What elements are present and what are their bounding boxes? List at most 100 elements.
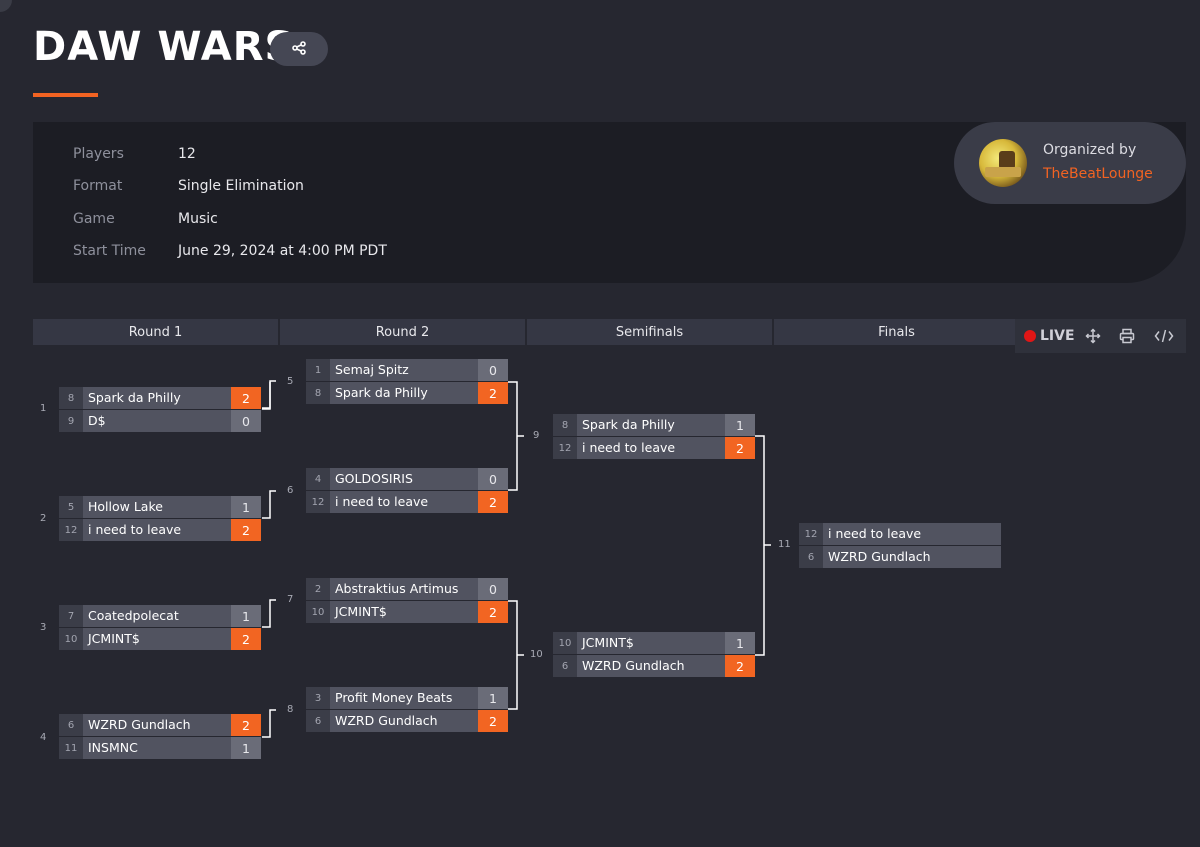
player-slot[interactable]: 5 Hollow Lake 1 — [59, 496, 261, 518]
info-value: Music — [178, 211, 218, 227]
player-slot[interactable]: 3 Profit Money Beats 1 — [306, 687, 508, 709]
live-label: LIVE — [1040, 328, 1075, 344]
player-score: 1 — [231, 496, 261, 518]
match-card[interactable]: 8 Spark da Philly 1 12 i need to leave 2 — [553, 414, 755, 460]
match-card[interactable]: 5 Hollow Lake 1 12 i need to leave 2 — [59, 496, 261, 542]
player-seed: 7 — [59, 605, 83, 627]
match-number: 11 — [778, 539, 791, 550]
player-name: Spark da Philly — [335, 385, 428, 400]
title-underline — [33, 93, 98, 97]
info-value: June 29, 2024 at 4:00 PM PDT — [178, 243, 387, 259]
player-slot[interactable]: 2 Abstraktius Artimus 0 — [306, 578, 508, 600]
player-score: 0 — [231, 410, 261, 432]
player-slot[interactable]: 1 Semaj Spitz 0 — [306, 359, 508, 381]
info-value: Single Elimination — [178, 178, 304, 194]
organizer-name-link[interactable]: TheBeatLounge — [1043, 166, 1153, 182]
player-name: WZRD Gundlach — [88, 717, 191, 732]
player-seed: 10 — [59, 628, 83, 650]
share-icon — [292, 40, 306, 59]
player-slot[interactable]: 12 i need to leave 2 — [306, 491, 508, 513]
player-slot[interactable]: 12 i need to leave — [799, 523, 1001, 545]
organizer-card[interactable]: Organized by TheBeatLounge — [954, 122, 1186, 204]
player-slot[interactable]: 6 WZRD Gundlach 2 — [553, 655, 755, 677]
player-score: 1 — [231, 737, 261, 759]
player-slot[interactable]: 10 JCMINT$ 1 — [553, 632, 755, 654]
player-seed: 10 — [306, 601, 330, 623]
player-score: 1 — [725, 632, 755, 654]
live-dot-icon — [1024, 330, 1036, 342]
share-button[interactable] — [270, 32, 328, 66]
player-score: 2 — [231, 519, 261, 541]
organizer-avatar[interactable] — [979, 139, 1027, 187]
match-number: 6 — [287, 485, 294, 496]
match-number: 2 — [40, 513, 47, 524]
match-number: 8 — [287, 704, 294, 715]
player-seed: 9 — [59, 410, 83, 432]
player-name: D$ — [88, 413, 106, 428]
match-card[interactable]: 3 Profit Money Beats 1 6 WZRD Gundlach 2 — [306, 687, 508, 733]
match-card[interactable]: 1 Semaj Spitz 0 8 Spark da Philly 2 — [306, 359, 508, 405]
player-score: 0 — [478, 359, 508, 381]
player-slot[interactable]: 6 WZRD Gundlach 2 — [59, 714, 261, 736]
player-seed: 5 — [59, 496, 83, 518]
player-name: Coatedpolecat — [88, 608, 179, 623]
live-indicator: LIVE — [1024, 328, 1075, 344]
player-slot[interactable]: 12 i need to leave 2 — [59, 519, 261, 541]
player-seed: 3 — [306, 687, 330, 709]
player-name: WZRD Gundlach — [828, 549, 931, 564]
player-seed: 12 — [306, 491, 330, 513]
match-number: 5 — [287, 376, 294, 387]
info-label: Start Time — [73, 243, 146, 259]
print-icon[interactable] — [1118, 327, 1136, 345]
player-seed: 12 — [553, 437, 577, 459]
player-slot[interactable]: 10 JCMINT$ 2 — [59, 628, 261, 650]
player-score: 1 — [725, 414, 755, 436]
player-slot[interactable]: 7 Coatedpolecat 1 — [59, 605, 261, 627]
match-number: 4 — [40, 732, 47, 743]
player-name: GOLDOSIRIS — [335, 471, 413, 486]
organizer-label: Organized by — [1043, 142, 1137, 158]
player-seed: 6 — [799, 546, 823, 568]
player-slot[interactable]: 12 i need to leave 2 — [553, 437, 755, 459]
round-header-2: Round 2 — [280, 319, 525, 345]
player-seed: 10 — [553, 632, 577, 654]
player-slot[interactable]: 8 Spark da Philly 2 — [59, 387, 261, 409]
player-name: i need to leave — [582, 440, 676, 455]
player-slot[interactable]: 6 WZRD Gundlach 2 — [306, 710, 508, 732]
player-score: 2 — [725, 437, 755, 459]
player-score: 2 — [231, 714, 261, 736]
embed-code-icon[interactable] — [1153, 327, 1175, 345]
player-seed: 6 — [553, 655, 577, 677]
player-seed: 8 — [59, 387, 83, 409]
player-slot[interactable]: 8 Spark da Philly 1 — [553, 414, 755, 436]
match-card[interactable]: 10 JCMINT$ 1 6 WZRD Gundlach 2 — [553, 632, 755, 678]
player-name: Abstraktius Artimus — [335, 581, 459, 596]
player-slot[interactable]: 8 Spark da Philly 2 — [306, 382, 508, 404]
player-name: JCMINT$ — [582, 635, 634, 650]
match-card[interactable]: 7 Coatedpolecat 1 10 JCMINT$ 2 — [59, 605, 261, 651]
player-slot[interactable]: 9 D$ 0 — [59, 410, 261, 432]
player-name: i need to leave — [335, 494, 429, 509]
player-name: i need to leave — [828, 526, 922, 541]
match-card[interactable]: 6 WZRD Gundlach 2 11 INSMNC 1 — [59, 714, 261, 760]
round-header-finals: Finals — [774, 319, 1019, 345]
match-card[interactable]: 4 GOLDOSIRIS 0 12 i need to leave 2 — [306, 468, 508, 514]
player-score: 1 — [231, 605, 261, 627]
player-slot[interactable]: 10 JCMINT$ 2 — [306, 601, 508, 623]
player-slot[interactable]: 6 WZRD Gundlach — [799, 546, 1001, 568]
match-card[interactable]: 8 Spark da Philly 2 9 D$ 0 — [59, 387, 261, 433]
player-name: INSMNC — [88, 740, 138, 755]
player-score: 2 — [231, 387, 261, 409]
player-seed: 2 — [306, 578, 330, 600]
player-score: 2 — [478, 601, 508, 623]
player-slot[interactable]: 11 INSMNC 1 — [59, 737, 261, 759]
match-card[interactable]: 2 Abstraktius Artimus 0 10 JCMINT$ 2 — [306, 578, 508, 624]
player-score: 2 — [478, 491, 508, 513]
info-label: Game — [73, 211, 115, 227]
move-icon[interactable] — [1084, 327, 1102, 345]
player-seed: 12 — [799, 523, 823, 545]
player-seed: 8 — [553, 414, 577, 436]
player-seed: 12 — [59, 519, 83, 541]
player-slot[interactable]: 4 GOLDOSIRIS 0 — [306, 468, 508, 490]
match-card[interactable]: 12 i need to leave 6 WZRD Gundlach — [799, 523, 1001, 569]
